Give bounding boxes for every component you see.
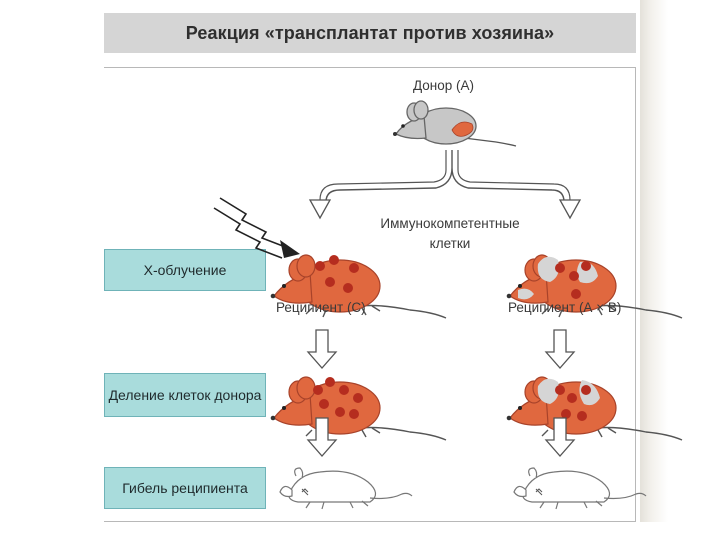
recipient-axb-mouse-division [506,376,683,441]
frame-right [635,67,636,522]
caption-donor: Донор (А) [413,78,475,93]
frame-bottom [104,521,636,522]
recipient-c-mouse [270,254,447,319]
recipient-axb-mouse [506,254,683,319]
diagram-title: Реакция «трансплантат против хозяина» [185,22,555,43]
branch-connector [325,150,565,203]
label-recipient-death: Гибель реципиента [104,467,266,509]
arrow-down-right-1 [545,329,575,369]
caption-recipient-axb: Реципиент (А × В) [508,300,622,315]
dead-mouse-left [279,467,413,510]
title-bar: Реакция «трансплантат против хозяина» [104,13,636,53]
caption-immune-cells: Иммунокомпетентные клетки [380,216,520,251]
label-donor-cell-division: Деление клеток донора [104,373,266,417]
dead-mouse-right [513,467,647,510]
donor-mouse [393,100,517,147]
recipient-c-mouse-division [270,376,447,441]
frame-top [104,67,636,68]
label-xray: Х-облучение [104,249,266,291]
arrow-down-left-1 [307,329,337,369]
lightning-icon [213,197,300,259]
caption-recipient-c: Реципиент (С) [276,300,366,315]
